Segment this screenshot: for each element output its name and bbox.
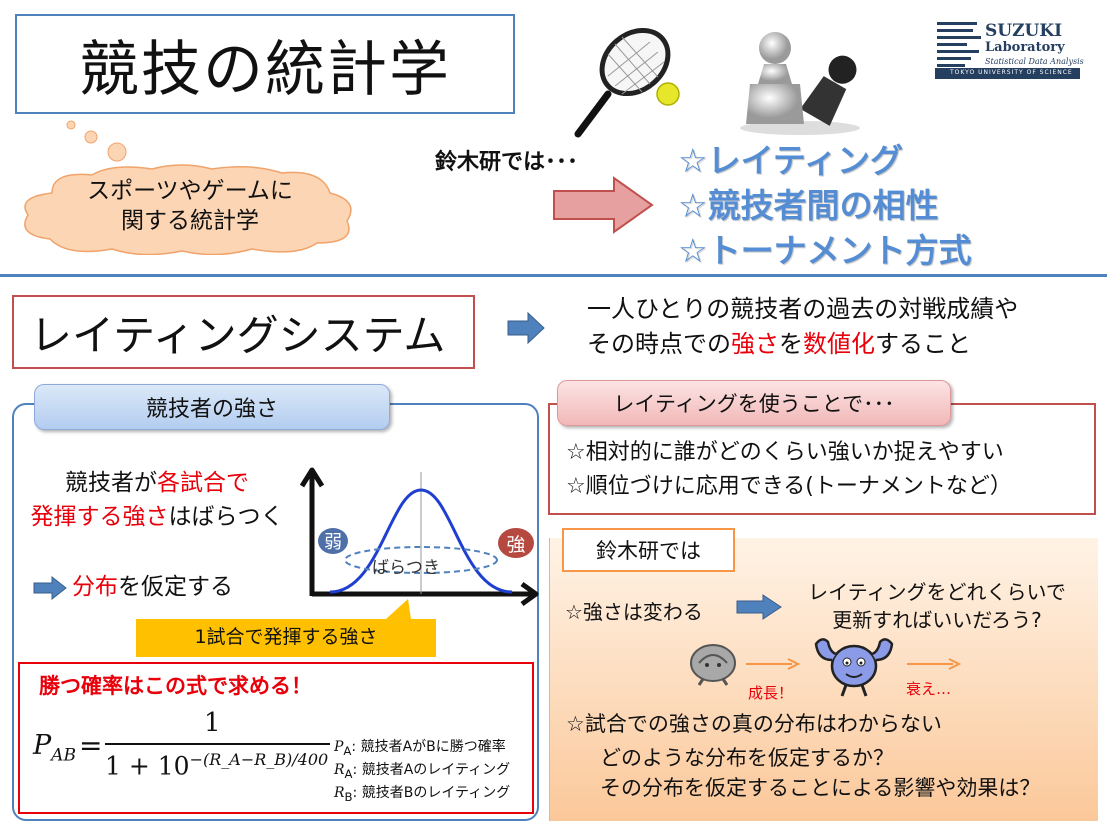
thought-dots-icon — [66, 120, 127, 162]
arrow-right-icon — [736, 594, 782, 620]
arrow-right-icon — [33, 576, 67, 600]
orange-arrow-icon — [907, 658, 961, 670]
callout-text: 1試合で発揮する強さ — [194, 626, 378, 648]
growth-label: 成長！ — [748, 684, 794, 702]
definition-post: すること — [875, 330, 971, 358]
topic-tournament: ☆トーナメント方式 — [678, 231, 972, 270]
formula-numerator: 1 — [204, 708, 221, 738]
logo-university: TOKYO UNIVERSITY OF SCIENCE — [950, 69, 1073, 76]
intro-text: 鈴木研では･･･ — [435, 150, 579, 175]
chess-pawns-icon — [740, 32, 860, 135]
rating-title-text: レイティングシステム — [30, 310, 446, 360]
vary-post: はばらつく — [168, 504, 284, 530]
legend-rb-text: : 競技者Bのレイティング — [352, 785, 511, 801]
formula-den-base: 1 + 10 — [105, 751, 190, 781]
formula-equals: = — [79, 729, 103, 762]
bubble-line-1: スポーツやゲームに — [87, 178, 293, 204]
main-title-text: 競技の統計学 — [79, 34, 451, 105]
orange-arrow-icon — [746, 658, 800, 670]
formula-legend-pa: PA: 競技者AがBに勝つ確率 — [334, 736, 506, 758]
formula-fraction-bar — [105, 743, 330, 745]
thought-bubble-shape — [24, 164, 352, 255]
legend-pa-sub: A — [343, 743, 352, 758]
vary-each-match: 各試合で — [157, 470, 249, 496]
formula-denominator: 1 + 10−(R_A−R_B)/400 — [105, 750, 328, 780]
decline-label: 衰え… — [906, 680, 952, 698]
definition-quantify: 数値化 — [803, 330, 875, 358]
lab-box — [549, 538, 1098, 821]
formula-box — [18, 662, 534, 814]
arrow-right-icon — [553, 176, 654, 234]
vary-exerted-strength: 発揮する強さ — [30, 504, 169, 530]
definition-strength: 強さ — [731, 330, 779, 358]
vary-line-1: 競技者が各試合で — [22, 466, 292, 500]
formula-legend-ra: RA: 競技者Aのレイティング — [334, 759, 510, 781]
question-effect: その分布を仮定することによる影響や効果は？ — [600, 776, 1041, 800]
lab-tab: 鈴木研では — [562, 528, 735, 572]
formula-den-exponent: −(R_A−R_B)/400 — [189, 750, 329, 769]
vary-text: 競技者が各試合で 発揮する強さはばらつく — [22, 466, 292, 534]
lab-logo-icon — [937, 22, 981, 67]
rating-title: レイティングシステム — [12, 295, 475, 369]
use-item-ranking: ☆順位づけに応用できる(トーナメントなど） — [566, 474, 1012, 499]
change-text: ☆強さは変わる — [565, 600, 703, 624]
use-items: ☆相対的に誰がどのくらい強いか捉えやすい ☆順位づけに応用できる(トーナメントな… — [566, 436, 1012, 504]
definition-line-2: その時点での強さを数値化すること — [587, 327, 1018, 362]
legend-ra-symbol: R — [334, 762, 345, 778]
dormant-character-icon — [690, 644, 736, 686]
formula-lhs-sub: AB — [51, 745, 76, 766]
definition-mid: を — [779, 330, 803, 358]
question-which: どのような分布を仮定するか？ — [600, 746, 894, 770]
formula-title: 勝つ確率はこの式で求める！ — [39, 674, 312, 698]
arrow-right-icon — [507, 312, 545, 344]
legend-pa-symbol: P — [334, 739, 344, 755]
logo-name: SUZUKI — [985, 21, 1063, 41]
legend-ra-text: : 競技者Aのレイティング — [352, 762, 511, 778]
update-question: レイティングをどれくらいで 更新すればいいだろう? — [797, 578, 1077, 634]
logo-lab: Laboratory — [985, 40, 1065, 55]
legend-rb-sub: B — [344, 789, 353, 804]
definition-line-1: 一人ひとりの競技者の過去の対戦成績や — [587, 295, 1019, 323]
topic-rating: ☆レイティング — [678, 141, 903, 180]
formula-lhs: PAB — [33, 730, 76, 765]
logo-subtitle: Statistical Data Analysis — [985, 57, 1084, 66]
bubble-text: スポーツやゲームに 関する統計学 — [45, 176, 335, 236]
distribution-questions: どのような分布を仮定するか？ その分布を仮定することによる影響や効果は？ — [600, 743, 1040, 803]
update-line-2: 更新すればいいだろう? — [832, 608, 1042, 632]
callout-shape — [136, 599, 436, 657]
use-tab: レイティングを使うことで･･･ — [557, 380, 951, 426]
strength-tab: 競技者の強さ — [34, 384, 390, 430]
use-item-relative: ☆相対的に誰がどのくらい強いか捉えやすい — [566, 440, 1004, 465]
definition-pre: その時点での — [587, 330, 731, 358]
legend-rb-symbol: R — [334, 785, 345, 801]
main-title: 競技の統計学 — [15, 14, 515, 114]
assume-text: 分布を仮定する — [72, 567, 233, 601]
strong-badge: 強 — [498, 528, 534, 558]
logo-bar — [935, 68, 1080, 79]
topic-compatibility: ☆競技者間の相性 — [678, 186, 939, 225]
formula-lhs-symbol: P — [33, 730, 52, 761]
vary-pre: 競技者が — [65, 470, 157, 496]
update-line-1: レイティングをどれくらいで — [808, 580, 1066, 604]
bubble-line-2: 関する統計学 — [121, 208, 259, 234]
definition-text: 一人ひとりの競技者の過去の対戦成績や その時点での強さを数値化すること — [587, 292, 1018, 362]
spread-label: ばらつき — [372, 558, 440, 578]
strength-tab-label: 競技者の強さ — [145, 397, 278, 422]
muscle-character-icon — [814, 638, 894, 697]
section-divider — [0, 274, 1107, 277]
distribution-graph — [300, 467, 539, 607]
legend-pa-text: : 競技者AがBに勝つ確率 — [351, 739, 506, 755]
assume-distribution: 分布 — [72, 574, 118, 600]
vary-line-2: 発揮する強さはばらつく — [22, 500, 292, 534]
legend-ra-sub: A — [344, 766, 353, 781]
assume-post: を仮定する — [118, 574, 233, 600]
unknown-distribution-text: ☆試合での強さの真の分布はわからない — [566, 712, 942, 736]
formula-legend-rb: RB: 競技者Bのレイティング — [334, 782, 510, 804]
tennis-racket-icon — [574, 27, 680, 138]
use-tab-label: レイティングを使うことで･･･ — [613, 392, 895, 416]
weak-badge: 弱 — [318, 528, 348, 554]
lab-tab-label: 鈴木研では — [596, 539, 701, 563]
topic-list: ☆レイティング ☆競技者間の相性 ☆トーナメント方式 — [678, 138, 972, 273]
